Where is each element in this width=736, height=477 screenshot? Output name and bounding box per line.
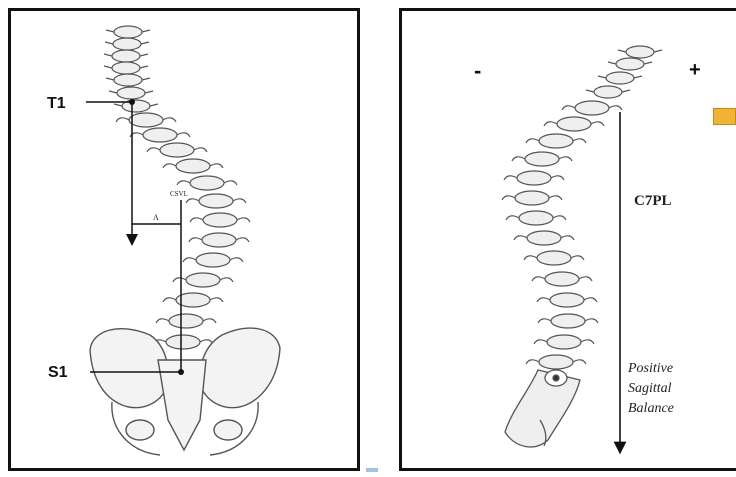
s1-point	[178, 369, 184, 375]
label-s1: S1	[48, 364, 68, 381]
sagittal-spine-panel	[399, 8, 736, 471]
label-a: A	[153, 213, 159, 222]
t1-point	[129, 99, 135, 105]
coronal-spine	[104, 26, 250, 349]
highlight-tab	[713, 108, 736, 125]
slide-marker	[366, 468, 378, 472]
label-t1: T1	[47, 95, 66, 112]
label-csvl: CSVL	[170, 190, 188, 198]
